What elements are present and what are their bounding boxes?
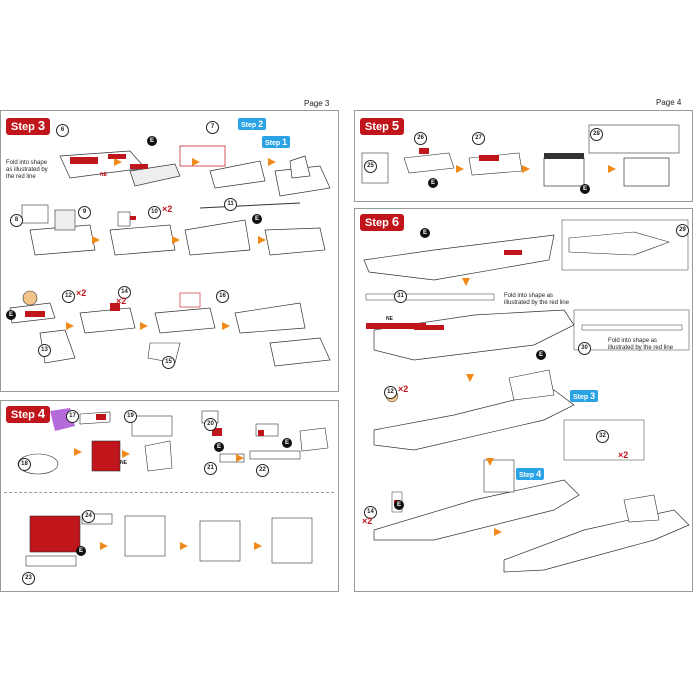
arrow-right xyxy=(236,454,244,462)
substep-1-badge: Step 1 xyxy=(262,136,291,148)
arrow-right xyxy=(66,322,74,330)
part-20: 20 xyxy=(204,418,217,431)
part-13: 13 xyxy=(38,344,51,357)
marker-e: E xyxy=(428,178,438,188)
marker-ne: NE xyxy=(120,460,127,466)
marker-e: E xyxy=(252,214,262,224)
step-3-badge: Step 3 xyxy=(6,118,51,135)
part-12-second: 12 xyxy=(384,386,397,399)
arrow-right xyxy=(608,165,616,173)
arrow-right xyxy=(172,236,180,244)
marker-e: E xyxy=(536,350,546,360)
marker-e: E xyxy=(76,546,86,556)
multiplier: ×2 xyxy=(162,204,173,214)
part-12: 12 xyxy=(62,290,75,303)
part-21: 21 xyxy=(204,462,217,475)
substep-4-badge: Step 4 xyxy=(516,468,545,480)
step-6-frame xyxy=(354,208,693,592)
part-8: 8 xyxy=(10,214,23,227)
step-5-badge: Step 5 xyxy=(360,118,405,135)
arrow-down xyxy=(466,374,474,382)
marker-ne: NE xyxy=(100,172,107,178)
arrow-right xyxy=(494,528,502,536)
arrow-down xyxy=(486,458,494,466)
arrow-right xyxy=(258,236,266,244)
part-26: 26 xyxy=(414,132,427,145)
part-25: 25 xyxy=(364,160,377,173)
step-6-illustration xyxy=(363,219,690,573)
part-15: 15 xyxy=(162,356,175,369)
step-5-frame xyxy=(354,110,693,202)
step-3-row2-illustration xyxy=(21,202,326,256)
step-4-badge: Step 4 xyxy=(6,406,51,423)
substep-2-badge: Step 2 xyxy=(238,118,267,130)
step-5-illustration xyxy=(361,124,680,187)
arrow-right xyxy=(114,158,122,166)
page-number: Page 3 xyxy=(304,99,330,108)
part-23: 23 xyxy=(22,572,35,585)
part-14: 14 xyxy=(118,286,131,299)
part-17: 17 xyxy=(66,410,79,423)
step-4-frame xyxy=(0,400,339,592)
marker-e: E xyxy=(214,442,224,452)
arrow-right xyxy=(222,322,230,330)
marker-e: E xyxy=(420,228,430,238)
multiplier: ×2 xyxy=(116,296,127,306)
multiplier: ×2 xyxy=(398,384,409,394)
part-31: 31 xyxy=(394,290,407,303)
page-left: Page 3 Step 3 Fold into shape as illustr… xyxy=(0,88,342,593)
marker-e: E xyxy=(282,438,292,448)
marker-e: E xyxy=(394,500,404,510)
part-11: 11 xyxy=(224,198,237,211)
multiplier: ×2 xyxy=(618,450,629,460)
part-19: 19 xyxy=(124,410,137,423)
fold-note: Fold into shape as illustrated by the re… xyxy=(6,160,48,180)
arrow-right xyxy=(268,158,276,166)
marker-e: E xyxy=(580,184,590,194)
arrow-right xyxy=(254,542,262,550)
part-14-second: 14 xyxy=(364,506,377,519)
part-24: 24 xyxy=(82,510,95,523)
step-3-row3-illustration xyxy=(9,290,331,367)
marker-e: E xyxy=(147,136,157,146)
part-29: 29 xyxy=(676,224,689,237)
step-3-row1-illustration xyxy=(59,145,331,197)
part-28: 28 xyxy=(590,128,603,141)
part-7: 7 xyxy=(206,121,219,134)
part-6: 6 xyxy=(56,124,69,137)
fold-note: Fold into shape as illustrated by the re… xyxy=(504,293,570,306)
part-9: 9 xyxy=(78,206,91,219)
step-4-illustration xyxy=(17,408,329,567)
multiplier: ×2 xyxy=(76,288,87,298)
part-18: 18 xyxy=(18,458,31,471)
multiplier: ×2 xyxy=(362,516,373,526)
arrow-right xyxy=(522,165,530,173)
page-number: Page 4 xyxy=(656,98,682,107)
step-6-badge: Step 6 xyxy=(360,214,405,231)
arrow-right xyxy=(456,165,464,173)
page-right: Page 4 Step 5 25 26 27 28 E E Step 6 xyxy=(352,88,700,593)
fold-note: Fold into shape as illustrated by the re… xyxy=(608,338,674,351)
step-3-frame xyxy=(0,110,339,392)
marker-e: E xyxy=(6,310,16,320)
arrow-right xyxy=(192,158,200,166)
substep-3-badge: Step 3 xyxy=(570,390,599,402)
arrow-right xyxy=(74,448,82,456)
part-22: 22 xyxy=(256,464,269,477)
part-30: 30 xyxy=(578,342,591,355)
part-16: 16 xyxy=(216,290,229,303)
arrow-right xyxy=(122,450,130,458)
arrow-down xyxy=(462,278,470,286)
arrow-right xyxy=(180,542,188,550)
marker-ne: NE xyxy=(386,316,393,322)
divider xyxy=(4,492,334,493)
arrow-right xyxy=(140,322,148,330)
part-32: 32 xyxy=(596,430,609,443)
part-27: 27 xyxy=(472,132,485,145)
arrow-right xyxy=(100,542,108,550)
part-10: 10 xyxy=(148,206,161,219)
arrow-right xyxy=(92,236,100,244)
